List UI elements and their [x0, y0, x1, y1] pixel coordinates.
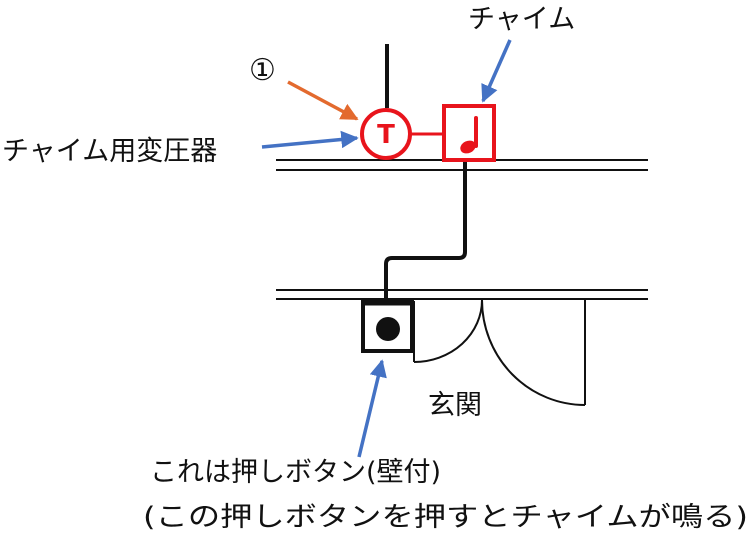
button-wire [384, 162, 467, 300]
transformer-letter: T [377, 120, 395, 150]
number-label: ① [249, 53, 276, 88]
entrance-label: 玄関 [428, 390, 482, 421]
transformer-arrow [261, 130, 359, 149]
button-caption-line2: (この押しボタンを押すとチャイムが鳴る) [143, 502, 748, 533]
push-button-symbol [361, 298, 414, 353]
transformer-label: チャイム用変圧器 [2, 136, 217, 167]
music-note-icon [460, 116, 478, 154]
button-dot-icon [376, 317, 400, 341]
lower-wall [276, 289, 648, 300]
entrance-door [413, 299, 586, 406]
chime-arrow [481, 39, 512, 103]
button-arrow [357, 359, 387, 458]
button-caption-line1: これは押しボタン(壁付) [150, 457, 441, 488]
chime-transformer-symbol: T [360, 108, 412, 160]
number-arrow [287, 80, 359, 121]
chime-label: チャイム [468, 4, 575, 35]
chime-symbol [442, 104, 496, 162]
